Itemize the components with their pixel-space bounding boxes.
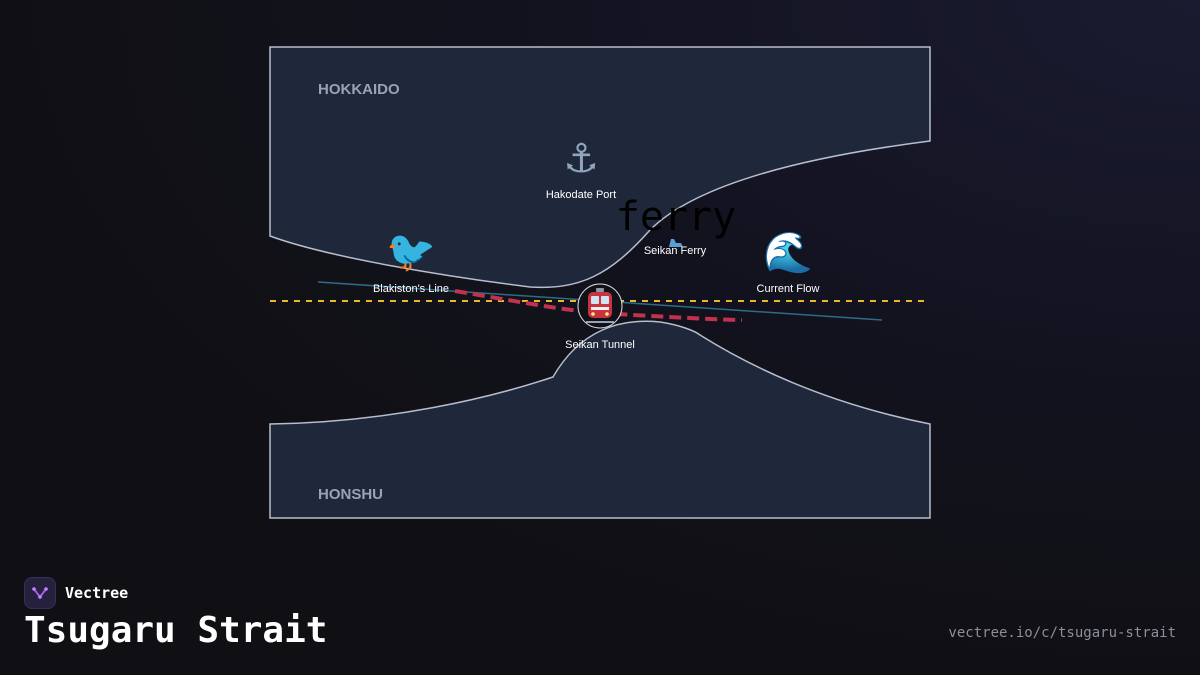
ferry-icon: ferry	[616, 194, 736, 240]
poi-label-blakistons-line: Blakiston's Line	[373, 283, 449, 295]
bird-icon: 🐦	[386, 229, 436, 275]
region-label-hokkaido: HOKKAIDO	[318, 81, 400, 98]
poi-seikan-ferry[interactable]: ferry Seikan Ferry	[616, 194, 736, 257]
poi-seikan-tunnel[interactable]: Seikan Tunnel	[565, 283, 635, 351]
brand: Vectree	[24, 577, 128, 609]
honshu-landmass	[269, 320, 931, 519]
poi-label-seikan-ferry: Seikan Ferry	[644, 245, 707, 257]
poi-blakistons-line[interactable]: 🐦 Blakiston's Line	[373, 229, 449, 295]
anchor-icon: ⚓	[563, 136, 599, 182]
poi-current-flow[interactable]: 🌊 Current Flow	[757, 229, 820, 295]
hokkaido-landmass	[269, 46, 931, 289]
poi-hakodate-port[interactable]: ⚓ Hakodate Port	[546, 136, 616, 201]
poi-label-hakodate-port: Hakodate Port	[546, 189, 616, 201]
poi-label-seikan-tunnel: Seikan Tunnel	[565, 339, 635, 351]
vectree-logo-icon	[24, 577, 56, 609]
brand-name: Vectree	[65, 584, 129, 602]
train-icon	[586, 288, 614, 323]
wave-icon: 🌊	[763, 229, 813, 276]
poi-label-current-flow: Current Flow	[757, 283, 820, 295]
ferry-mini-icon	[669, 239, 683, 247]
region-label-honshu: HONSHU	[318, 486, 383, 503]
page-title: Tsugaru Strait	[24, 610, 328, 651]
page-url[interactable]: vectree.io/c/tsugaru-strait	[948, 625, 1176, 641]
